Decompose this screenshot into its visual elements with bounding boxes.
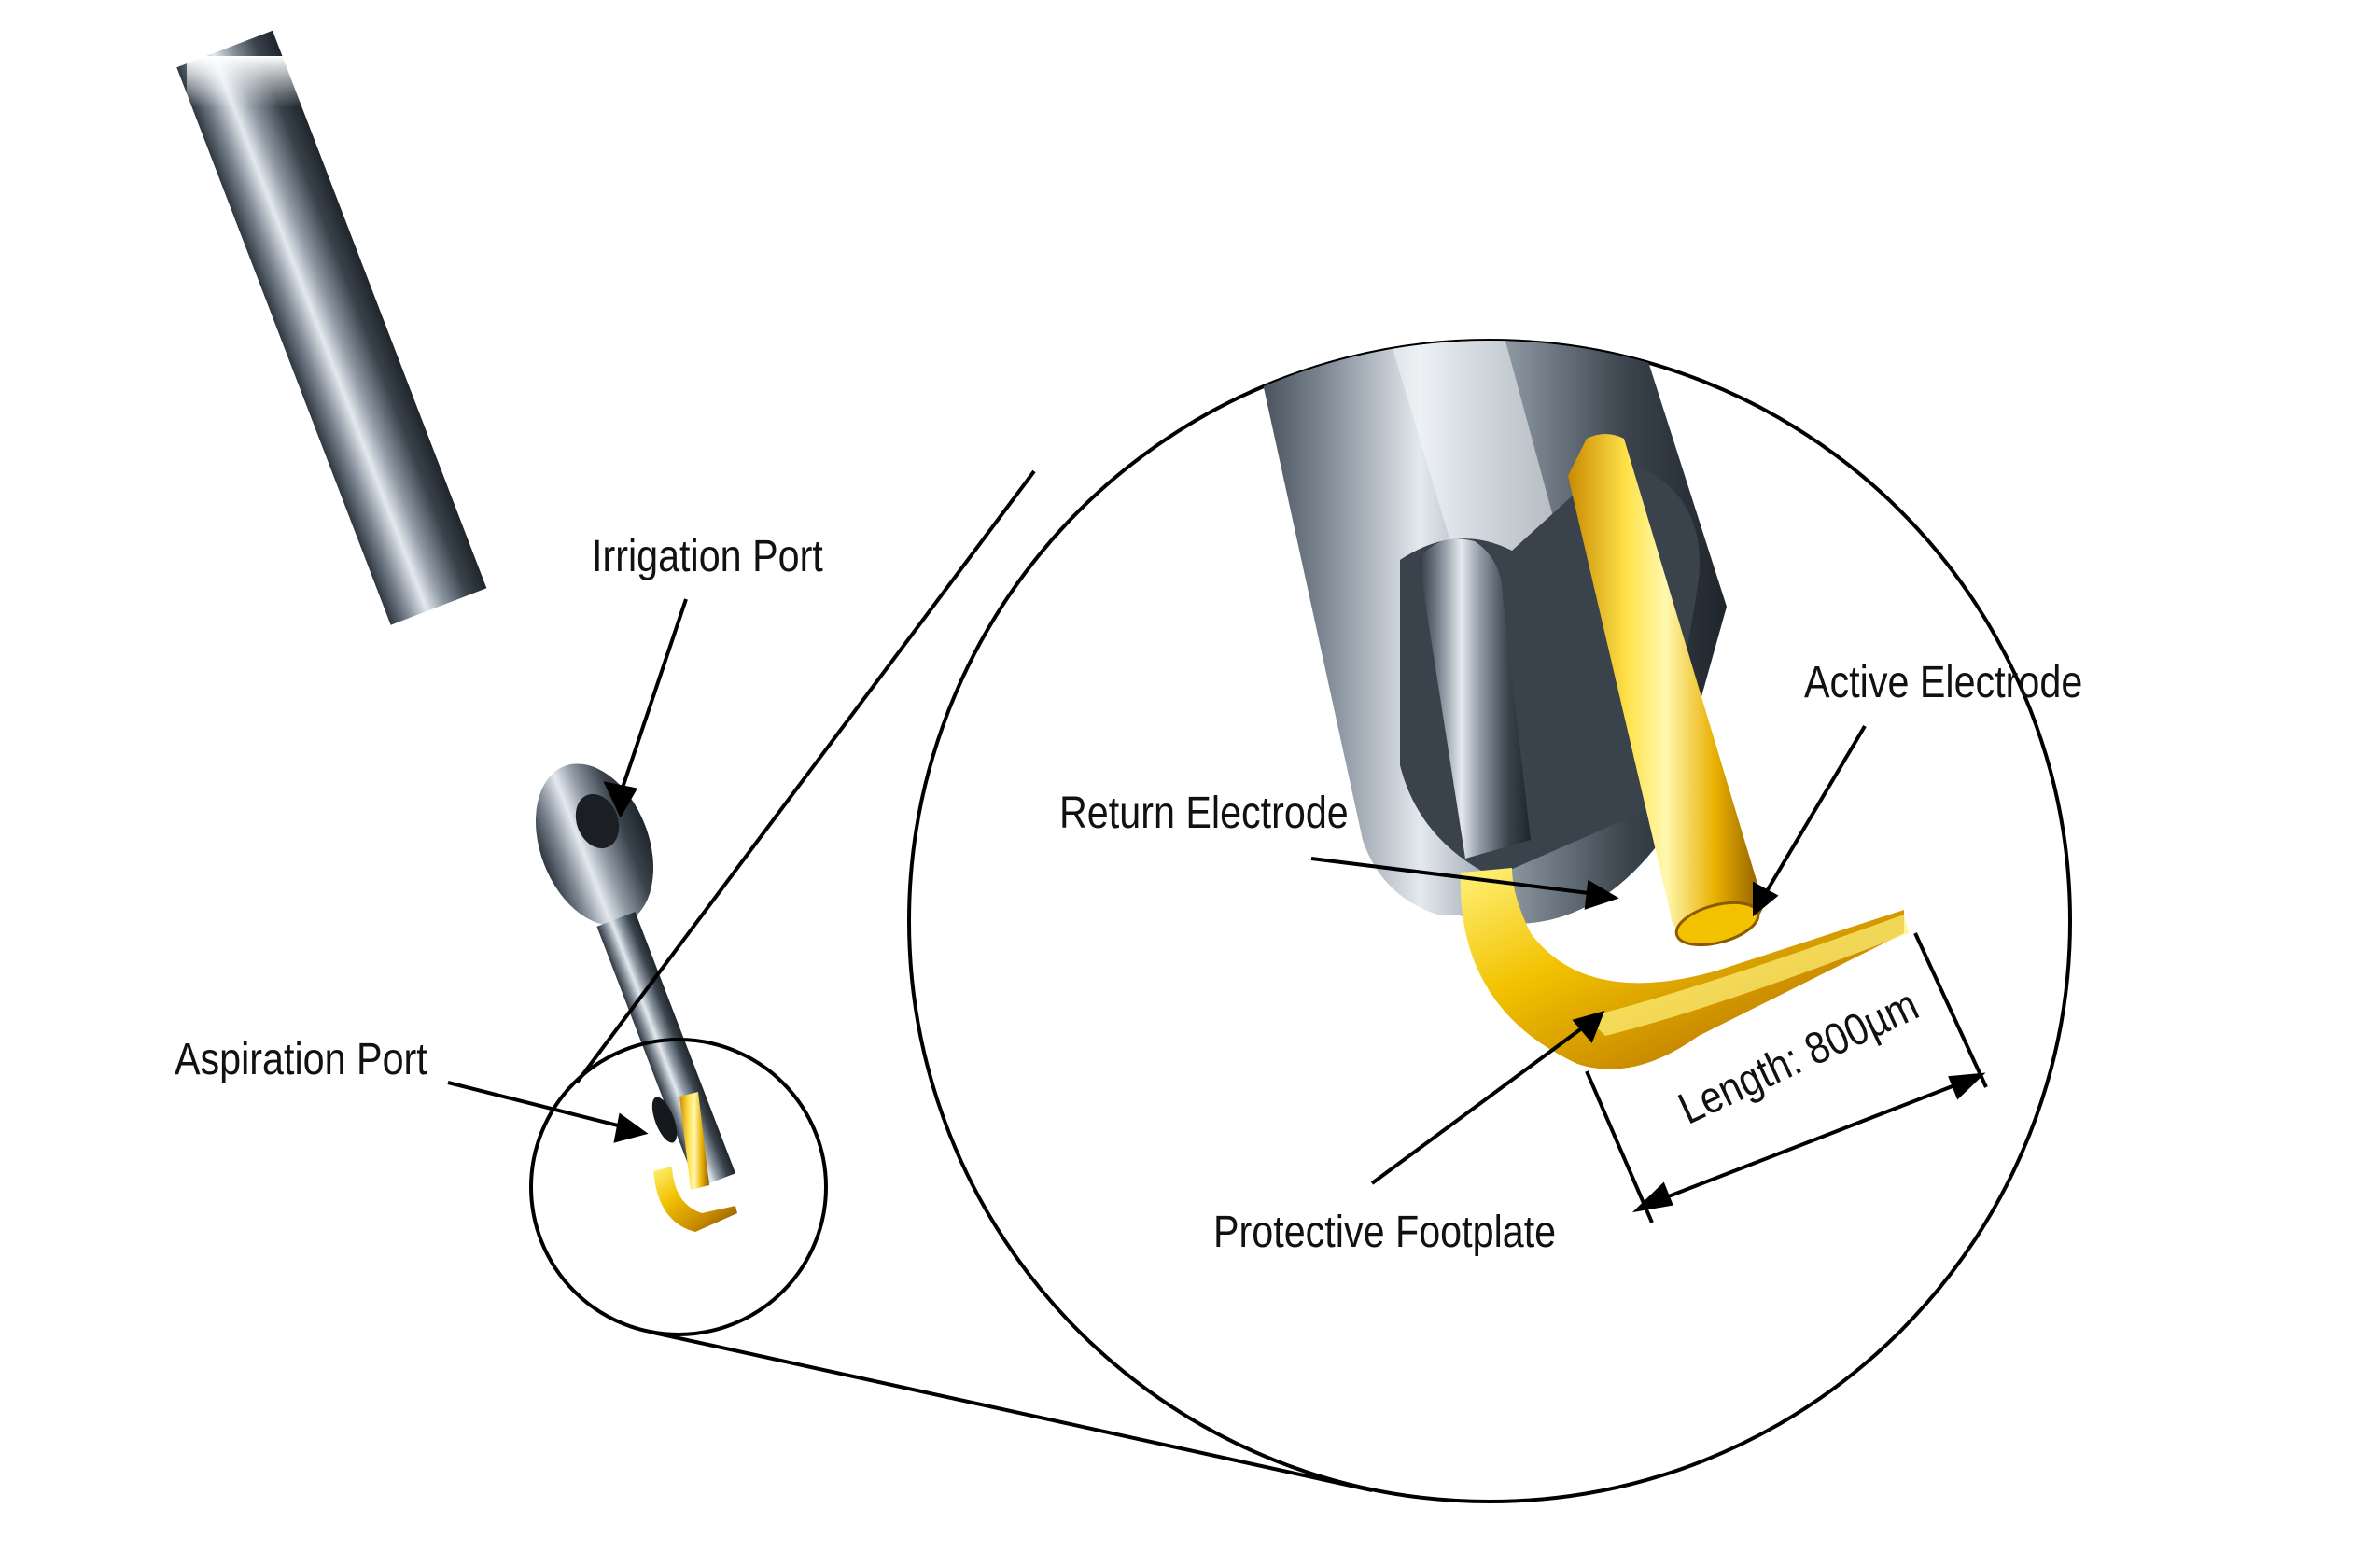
dimension-tick-left xyxy=(1585,1070,1654,1223)
active-arrowhead xyxy=(1753,881,1779,917)
return-arrowhead xyxy=(1584,879,1619,910)
dimension-arrow-right xyxy=(1948,1072,1986,1100)
small-zoom-circle xyxy=(529,1038,828,1336)
aspiration-arrowhead xyxy=(613,1112,649,1143)
label-protective-footplate: Protective Footplate xyxy=(1213,1208,1557,1257)
label-aspiration-port: Aspiration Port xyxy=(175,1035,427,1084)
leader-lines xyxy=(447,598,1988,1223)
footplate-arrowhead xyxy=(1572,1010,1605,1043)
dimension-line xyxy=(1644,1076,1975,1208)
small-probe xyxy=(176,30,737,1232)
irrigation-arrowhead xyxy=(603,781,638,818)
dimension-arrow-left xyxy=(1631,1181,1673,1213)
zoom-line-top xyxy=(575,469,1036,1084)
label-active-electrode: Active Electrode xyxy=(1804,658,2083,707)
label-irrigation-port: Irrigation Port xyxy=(592,532,823,581)
dimension-tick-right xyxy=(1913,932,1988,1088)
magnified-probe xyxy=(1232,341,1909,1069)
label-return-electrode: Return Electrode xyxy=(1059,789,1349,838)
zoom-line-bottom xyxy=(652,1331,1373,1492)
